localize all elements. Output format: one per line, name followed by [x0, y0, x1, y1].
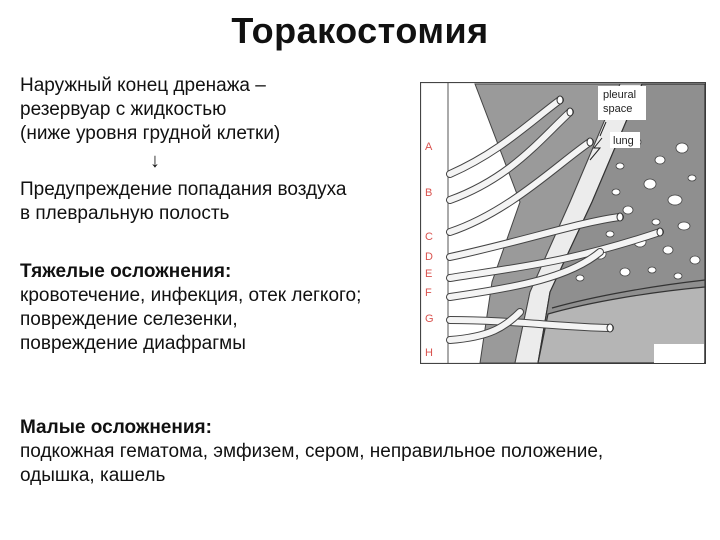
letter-d: D [425, 251, 433, 263]
prevention-text-line-2: в плевральную полость [20, 203, 230, 224]
letter-e: E [425, 268, 432, 280]
position-letters: A B C D E F G H [425, 141, 434, 359]
page-title: Торакостомия [231, 10, 489, 51]
letter-g: G [425, 313, 434, 325]
minor-line-1: подкожная гематома, эмфизем, сером, непр… [20, 441, 604, 462]
severe-line-2: повреждение селезенки, [20, 309, 238, 330]
down-arrow-icon: ↓ [150, 150, 160, 172]
minor-line-2: одышка, кашель [20, 465, 166, 486]
tube-h [446, 308, 524, 344]
tube-b [446, 108, 574, 204]
alveoli [575, 137, 701, 282]
pleural-label-1: pleural [603, 89, 636, 101]
lung-pointer [589, 137, 603, 161]
drainage-text-line-2: резервуар с жидкостью [20, 99, 227, 120]
letter-h: H [425, 347, 433, 359]
tube-g [446, 316, 614, 332]
pleural-label-2: space [603, 103, 632, 115]
lung-label-box [610, 132, 640, 148]
tube-tips [556, 95, 664, 333]
chest-drain-svg: pleural space lung [420, 82, 706, 364]
tube-a [446, 96, 564, 178]
severe-line-1: кровотечение, инфекция, отек легкого; [20, 285, 362, 306]
tube-f [446, 248, 604, 301]
letter-a: A [425, 141, 433, 153]
letter-c: C [425, 231, 433, 243]
letter-b: B [425, 187, 432, 199]
prevention-text-line-1: Предупреждение попадания воздуха [20, 179, 347, 200]
pleural-pointer [599, 121, 607, 137]
diaphragm-edge [551, 279, 706, 309]
pleural-label-box [598, 86, 646, 120]
letter-f: F [425, 287, 432, 299]
corner-patch [654, 344, 704, 363]
drainage-text-line-1: Наружный конец дренажа – [20, 75, 266, 96]
tube-d [446, 213, 624, 261]
severe-heading: Тяжелые осложнения: [20, 261, 232, 282]
tube-c [446, 138, 594, 236]
chest-drain-diagram: pleural space lung [420, 82, 706, 364]
severe-line-3: повреждение диафрагмы [20, 333, 246, 354]
minor-heading: Малые осложнения: [20, 417, 212, 438]
tube-e [446, 228, 664, 282]
drain-tubes [446, 96, 664, 344]
lung-label: lung [613, 135, 634, 147]
drainage-text-line-3: (ниже уровня грудной клетки) [20, 123, 281, 144]
